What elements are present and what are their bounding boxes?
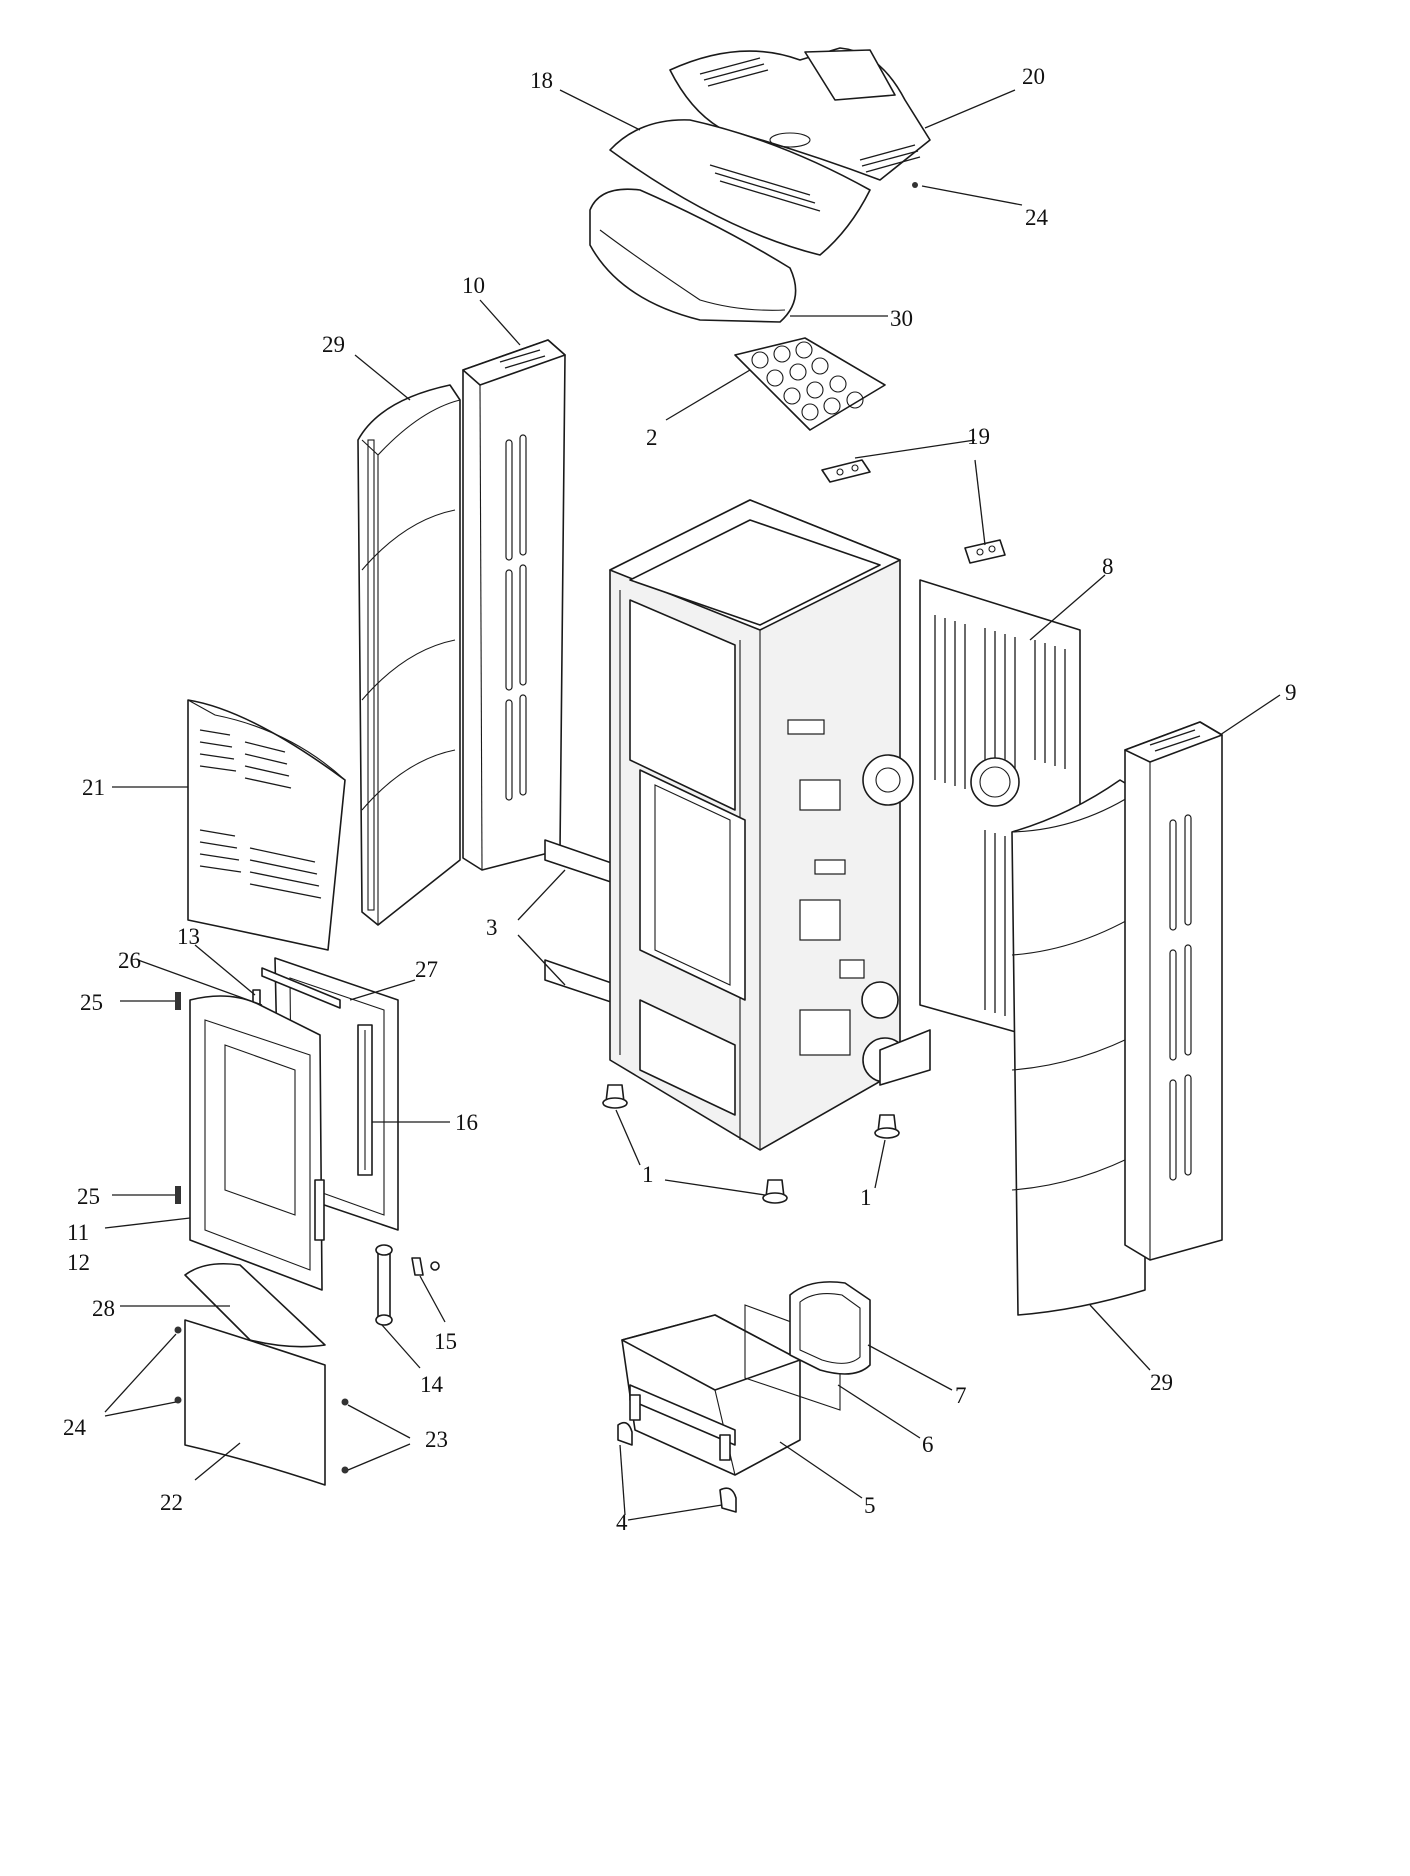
callout-30: 30 [890,306,913,331]
pin-part-15 [411,1257,440,1276]
bracket-part-19-lower [964,539,1006,564]
callout-26: 26 [118,948,141,973]
callout-24-bottom: 24 [63,1415,87,1440]
callout-18: 18 [530,68,553,93]
front-grille-part-21 [187,699,346,951]
callout-25-top: 25 [80,990,103,1015]
callout-7: 7 [955,1383,967,1408]
screw-part-24-top [912,182,918,188]
callout-23: 23 [425,1427,448,1452]
gasket-part-7 [789,1281,871,1375]
callout-2: 2 [646,425,658,450]
grid-plate-part-2 [734,337,886,431]
door-part-11-12 [189,995,325,1291]
callout-14: 14 [420,1372,444,1397]
foot-part-1-right [874,1114,900,1139]
screw-part-24-lower [174,1326,182,1404]
handle-part-14 [375,1244,393,1326]
callout-25-bottom: 25 [77,1184,100,1209]
callout-27: 27 [415,957,438,982]
callout-22: 22 [160,1490,183,1515]
callout-labels: 18 20 24 30 10 29 2 19 8 9 21 3 26 13 27… [63,64,1297,1535]
foot-part-1-center [762,1179,788,1204]
callout-4: 4 [616,1510,628,1535]
callout-13: 13 [177,924,200,949]
gasket-part-26 [261,967,341,1009]
callout-5: 5 [864,1493,876,1518]
screw-part-25-top [175,992,181,1010]
callout-8: 8 [1102,554,1114,579]
callout-28: 28 [92,1296,115,1321]
callout-1-right: 1 [860,1185,872,1210]
callout-10: 10 [462,273,485,298]
callout-29-right: 29 [1150,1370,1173,1395]
callout-20: 20 [1022,64,1045,89]
curved-side-panel-part-29-left [357,384,461,926]
curved-side-panel-part-29-right [1011,779,1146,1316]
gasket-part-16 [357,1024,373,1176]
foot-part-1-left [602,1084,628,1109]
callout-29-left: 29 [322,332,345,357]
callout-3: 3 [486,915,498,940]
screw-part-25-bottom [175,1186,181,1204]
lower-panel-part-22 [184,1319,326,1486]
main-stove-body [609,499,931,1151]
callout-6: 6 [922,1432,934,1457]
ash-drawer-part-5 [621,1314,801,1476]
callout-19: 19 [967,424,990,449]
side-panel-part-9 [1124,721,1223,1261]
ashpan-cover-part-28 [184,1262,326,1348]
top-panel-part-18 [609,119,871,256]
callout-15: 15 [434,1329,457,1354]
callout-1-left: 1 [642,1162,654,1187]
screw-part-23 [341,1398,349,1474]
side-panel-part-10 [462,339,566,871]
clip-part-4-right [719,1487,737,1513]
callout-16: 16 [455,1110,478,1135]
callout-24-top: 24 [1025,205,1049,230]
clip-part-4-left [617,1421,633,1446]
top-plate-part-30 [589,188,797,323]
callout-21: 21 [82,775,105,800]
leader-lines [104,89,1281,1521]
callout-11: 11 [67,1220,89,1245]
bracket-part-19-upper [821,459,871,483]
callout-12: 12 [67,1250,90,1275]
callout-9: 9 [1285,680,1297,705]
